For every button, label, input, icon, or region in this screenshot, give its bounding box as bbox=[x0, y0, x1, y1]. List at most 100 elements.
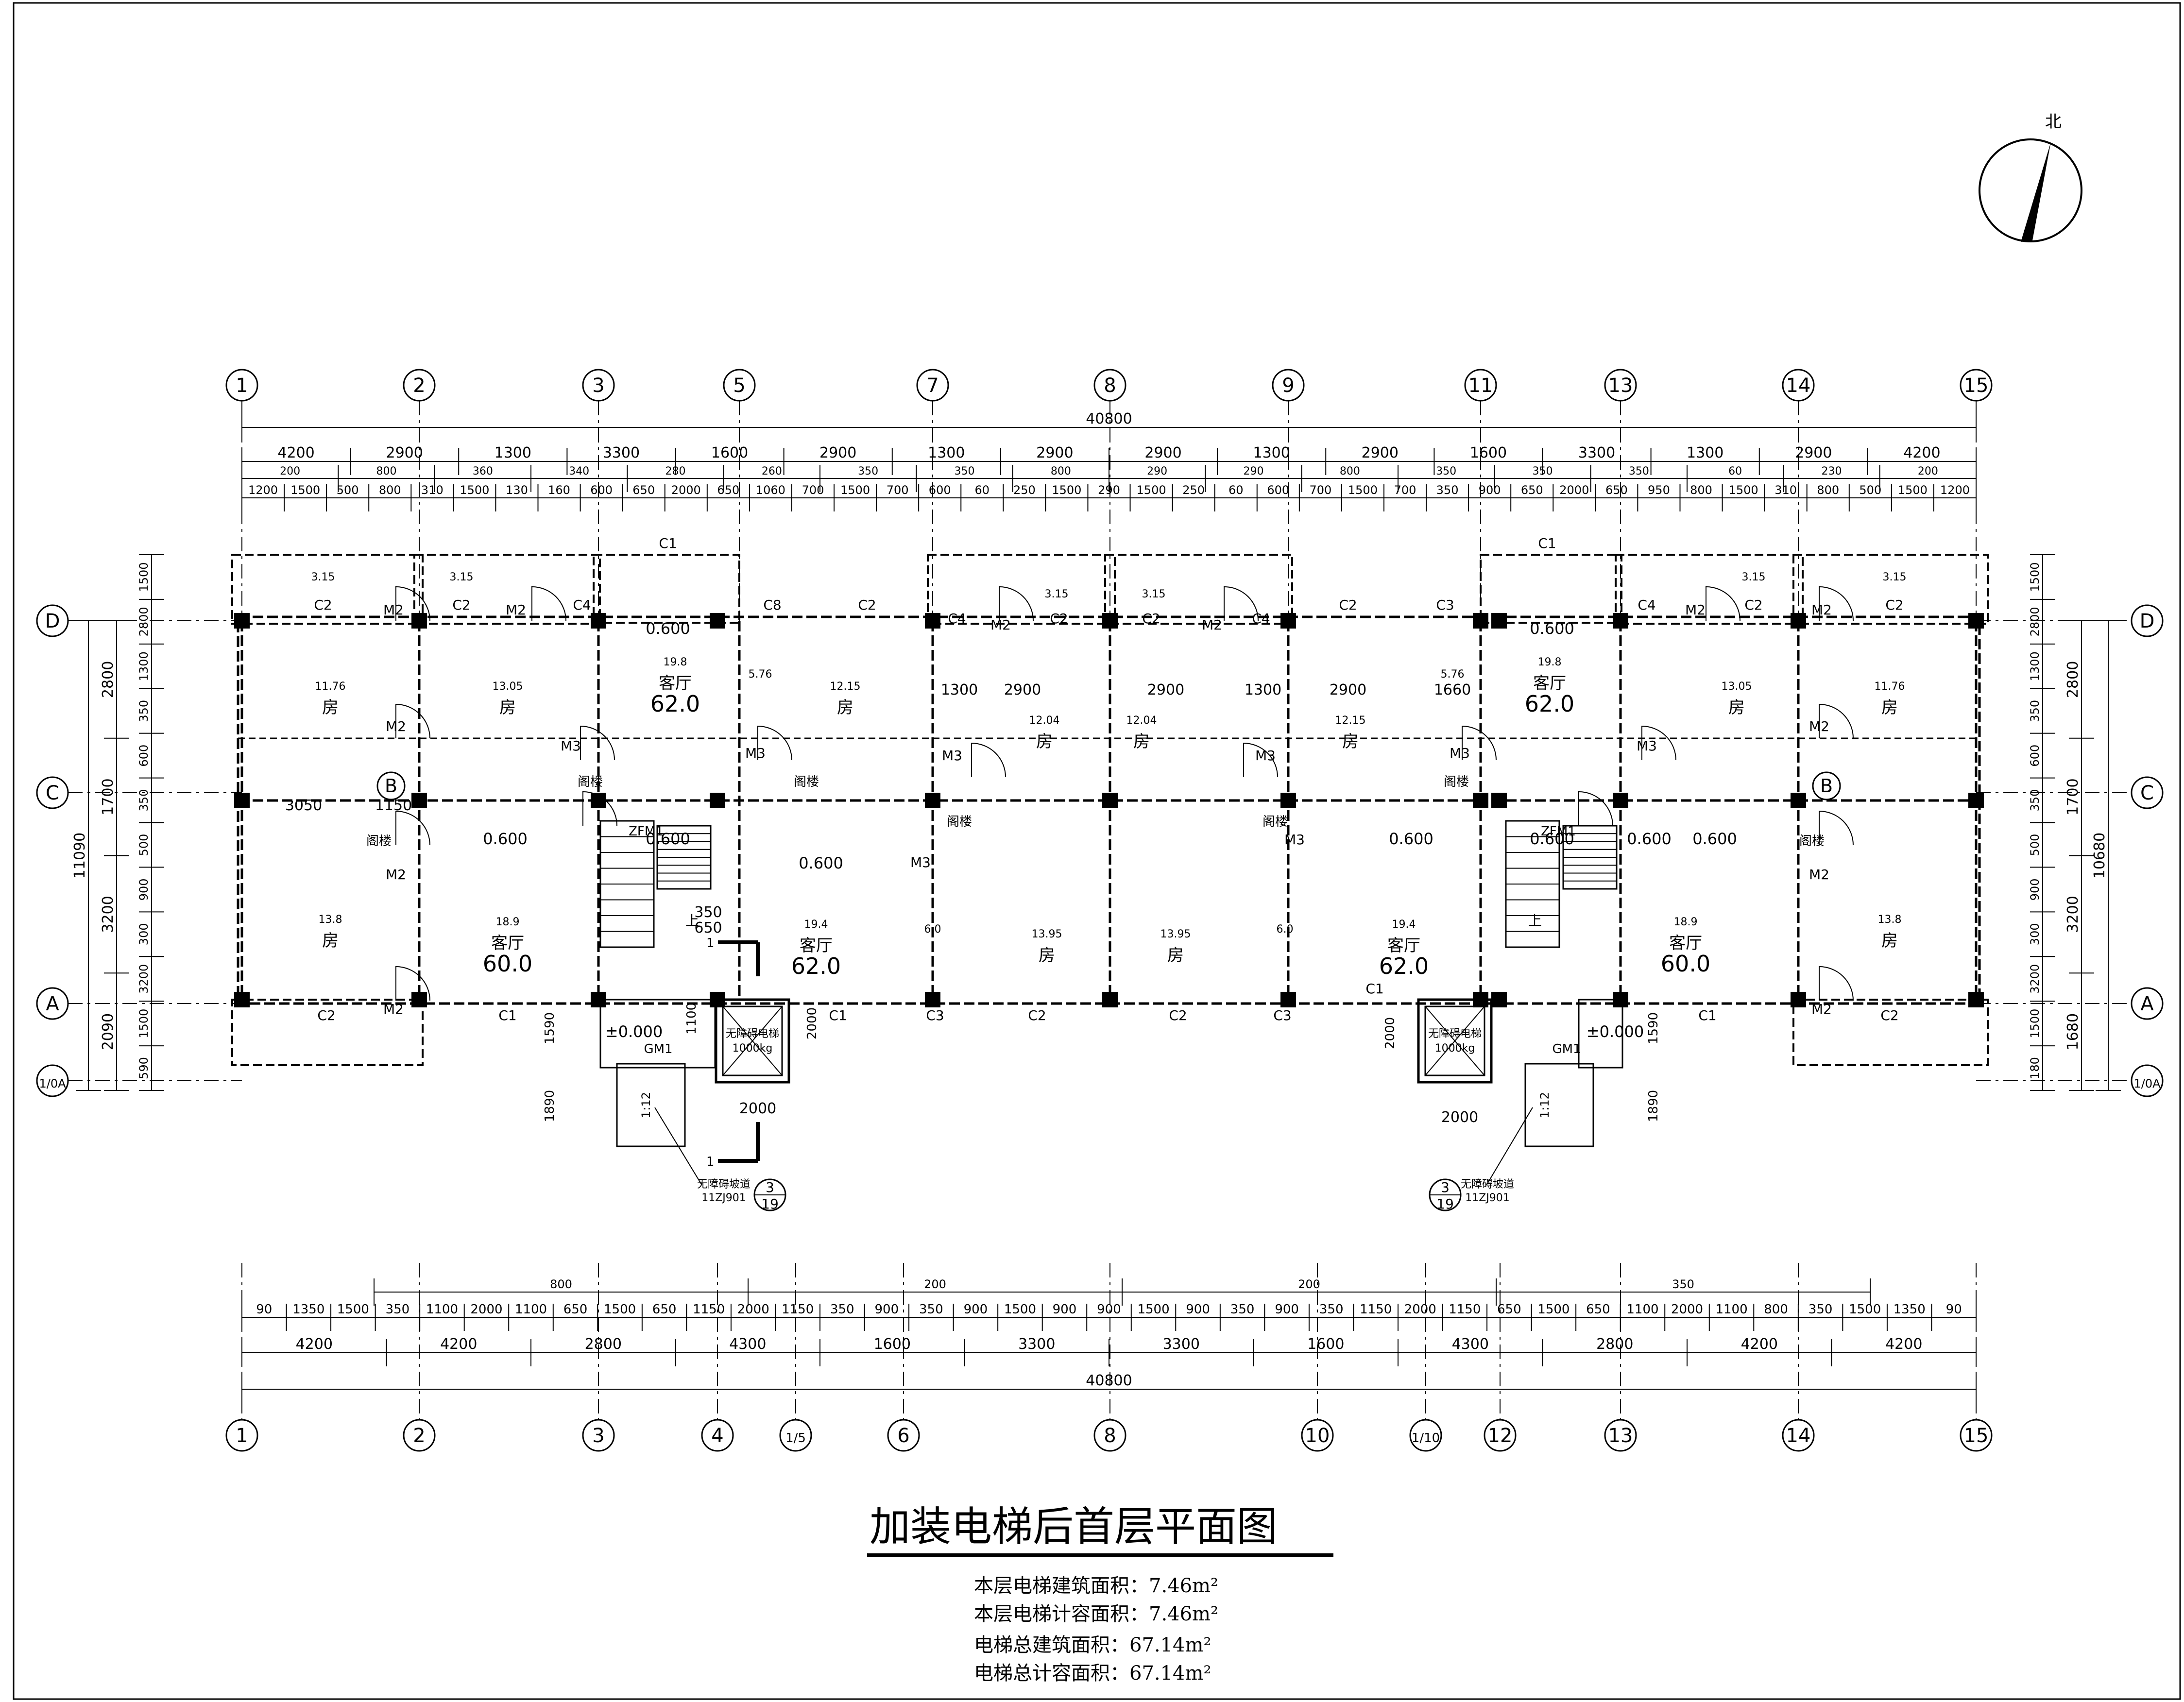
axis-bubble-left bbox=[36, 1064, 69, 1097]
axis-bubble-bottom bbox=[1409, 1419, 1442, 1452]
door-swing bbox=[395, 966, 430, 1001]
axis-bubble-label: 10 bbox=[1305, 1425, 1330, 1447]
opening-tag: C2 bbox=[317, 1007, 335, 1023]
room-name: 房 bbox=[1881, 931, 1898, 951]
dim-top-row2-label: 600 bbox=[590, 483, 613, 497]
dim-bottom-row1-label: 900 bbox=[1275, 1302, 1299, 1317]
opening-tag: C1 bbox=[1698, 1007, 1716, 1023]
elevator-dim: 1100 bbox=[684, 1003, 699, 1035]
dim-top-row2-label: 250 bbox=[1013, 483, 1036, 497]
elevator-dim: 1590 bbox=[543, 1012, 557, 1044]
column bbox=[234, 992, 250, 1007]
axis-bubble-label: 13 bbox=[1608, 374, 1633, 397]
dim-top-row1-label: 2900 bbox=[1795, 444, 1832, 461]
balcony-outline bbox=[1104, 554, 1293, 625]
room-area: 13.8 bbox=[319, 914, 342, 926]
opening-tag: C3 bbox=[1273, 1007, 1291, 1023]
dim-top-row2-label: 700 bbox=[1309, 483, 1331, 497]
opening-tag: M3 bbox=[561, 738, 581, 754]
elevator-label: 无障碍电梯 bbox=[1428, 1028, 1482, 1040]
opening-tag: M2 bbox=[386, 718, 406, 734]
room-name: 房 bbox=[1342, 732, 1359, 751]
dim-top-row1-label: 1600 bbox=[711, 444, 748, 461]
room-area: 12.15 bbox=[830, 681, 861, 693]
balcony-outline bbox=[231, 999, 424, 1066]
column bbox=[1491, 992, 1507, 1007]
dim-top-row2-label: 310 bbox=[1774, 483, 1797, 497]
dim-left-inner-label: 350 bbox=[137, 700, 151, 722]
floor-plan-walls: 11 bbox=[231, 554, 1989, 1186]
dim-bottom-row1-label: 350 bbox=[1809, 1302, 1833, 1317]
north-circle-icon bbox=[1979, 138, 2082, 242]
elevator-shaft bbox=[715, 998, 790, 1084]
opening-tag: C2 bbox=[314, 597, 332, 613]
opening-tag: C3 bbox=[1436, 597, 1454, 613]
dim-top-row1-label: 4200 bbox=[277, 444, 314, 461]
opening-tag: M3 bbox=[1450, 745, 1470, 761]
dim-top-row2-label: 650 bbox=[1605, 483, 1628, 497]
opening-tag: C2 bbox=[452, 597, 470, 613]
dim-top-row1-label: 2900 bbox=[1036, 444, 1073, 461]
dim-top-total-label: 40800 bbox=[1086, 410, 1132, 427]
door-swing bbox=[395, 586, 430, 621]
dim-top-row2-label: 700 bbox=[1394, 483, 1416, 497]
room-total-area: 62.0 bbox=[791, 953, 841, 979]
axis-bubble-label: 15 bbox=[1964, 374, 1989, 397]
access-ramp bbox=[616, 1063, 686, 1147]
dim-bottom-row2-label: 3300 bbox=[1018, 1336, 1055, 1353]
axis-bubble-bottom bbox=[1093, 1419, 1126, 1452]
door-swing bbox=[1243, 742, 1278, 778]
elevator-capacity: 1000kg bbox=[733, 1042, 773, 1055]
dim-top-row3-label: 290 bbox=[1147, 465, 1167, 477]
column bbox=[925, 992, 940, 1007]
dim-left-mid-label: 1700 bbox=[100, 778, 117, 815]
dim-top-row2-label: 2000 bbox=[1559, 483, 1589, 497]
axis-bubble-left bbox=[36, 604, 69, 637]
dim-bottom-row2-label: 4200 bbox=[1885, 1336, 1922, 1353]
axis-bubble-bottom bbox=[1782, 1419, 1815, 1452]
opening-tag: M3 bbox=[1637, 738, 1657, 754]
elevator-capacity: 1000kg bbox=[1435, 1042, 1475, 1055]
dim-top-row3-label: 350 bbox=[1629, 465, 1649, 477]
room-area: 13.8 bbox=[1878, 914, 1902, 926]
dim-bottom-row0-label: 800 bbox=[550, 1277, 572, 1291]
dim-bottom-row1-label: 900 bbox=[1053, 1302, 1077, 1317]
level-mark: 0.600 bbox=[799, 854, 843, 872]
door-swing bbox=[395, 703, 430, 739]
dim-top-row2-label: 600 bbox=[1267, 483, 1289, 497]
opening-tag: M2 bbox=[1809, 867, 1829, 883]
door-swing bbox=[1706, 586, 1740, 621]
axis-bubble-label: 8 bbox=[1104, 1425, 1116, 1447]
room-area: 6.0 bbox=[924, 923, 941, 936]
room-name: 客厅 bbox=[800, 936, 833, 955]
axis-bubble-top bbox=[723, 369, 756, 402]
dim-bottom-row1-label: 900 bbox=[964, 1302, 988, 1317]
dim-top-row1-label: 3300 bbox=[603, 444, 640, 461]
axis-bubble-left bbox=[36, 987, 69, 1020]
detail-number: 3 bbox=[766, 1179, 774, 1195]
level-mark: 0.600 bbox=[646, 830, 690, 848]
axis-bubble-top bbox=[1272, 369, 1305, 402]
opening-tag: C2 bbox=[1885, 597, 1903, 613]
opening-tag: C1 bbox=[1365, 981, 1383, 997]
axis-bubble-bottom bbox=[403, 1419, 436, 1452]
dim-top-row2-label: 600 bbox=[929, 483, 951, 497]
dim-left-inner-label: 3200 bbox=[137, 964, 151, 994]
axis-bubble-top bbox=[1782, 369, 1815, 402]
room-area: 19.4 bbox=[804, 919, 828, 931]
level-mark: 0.600 bbox=[1389, 830, 1433, 848]
room-name: 房 bbox=[1167, 946, 1184, 965]
room-area: 12.15 bbox=[1335, 715, 1366, 727]
door-swing bbox=[1819, 703, 1854, 739]
ramp-text: 无障碍坡道 bbox=[697, 1178, 751, 1191]
room-name: 房 bbox=[1728, 698, 1745, 717]
door-tag: GM1 bbox=[1552, 1042, 1581, 1056]
dim-top-row2-label: 60 bbox=[1228, 483, 1244, 497]
dim-top-row3-label: 200 bbox=[1918, 465, 1938, 477]
north-arrow: 北 bbox=[1979, 112, 2082, 242]
dim-top-row3-label: 350 bbox=[858, 465, 878, 477]
interior-dim: 1300 bbox=[941, 681, 978, 698]
door-swing bbox=[1819, 810, 1854, 846]
dim-right-inner-label: 2800 bbox=[2028, 607, 2042, 636]
opening-tag: C2 bbox=[1744, 597, 1762, 613]
